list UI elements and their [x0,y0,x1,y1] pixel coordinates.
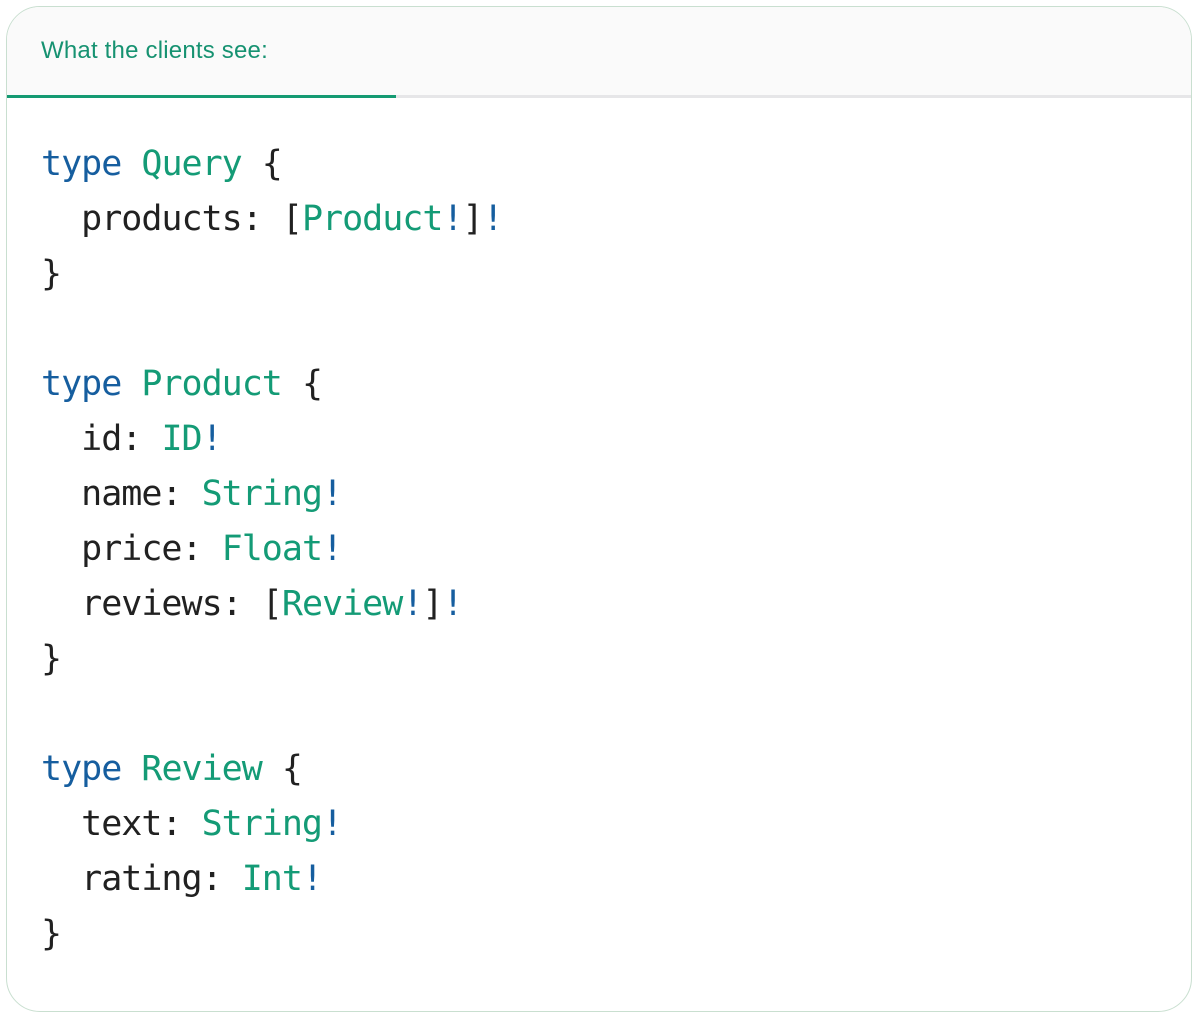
code-token: type [41,144,122,184]
tab-track [7,95,1191,98]
code-token: } [41,639,62,679]
code-token: ! [482,199,504,239]
code-line: type Review { [41,742,1171,797]
code-token: ! [442,199,463,239]
code-token: ! [301,859,323,899]
code-token: { [281,364,323,404]
code-line: price: Float! [41,522,1171,577]
code-line: rating: Int! [41,852,1171,907]
code-token: Float [221,529,323,569]
code-token: ! [322,804,343,844]
code-token: Product [141,364,283,404]
tab-bar: What the clients see: [7,7,1191,95]
code-line: id: ID! [41,412,1171,467]
code-token: price: [41,529,222,569]
code-token [121,144,141,184]
code-token: ! [201,419,223,459]
code-token: ] [422,584,443,624]
code-line: text: String! [41,797,1171,852]
code-token: rating: [41,859,242,899]
code-token: products: [ [41,199,303,239]
code-line [41,687,1171,742]
code-line: reviews: [Review!]! [41,577,1171,632]
code-token: ! [442,584,463,624]
code-token: id: [41,419,162,459]
code-line: } [41,907,1171,962]
graphql-schema-code: type Query { products: [Product!]!} type… [7,95,1191,982]
code-token: { [261,749,303,789]
code-token: } [41,914,62,954]
code-token: ! [322,529,343,569]
code-token [121,749,141,789]
code-token: { [241,144,283,184]
code-line: type Product { [41,357,1171,412]
code-token: type [41,364,122,404]
code-line: products: [Product!]! [41,192,1171,247]
code-token: name: [41,474,202,514]
code-line: type Query { [41,137,1171,192]
code-token: ] [462,199,484,239]
code-token: } [41,254,62,294]
code-token: Review [281,584,403,624]
code-token: String [201,474,323,514]
code-token: String [201,804,323,844]
code-token: Review [141,749,262,789]
code-line [41,302,1171,357]
code-token: text: [41,804,202,844]
code-token: ID [161,419,202,459]
code-line: name: String! [41,467,1171,522]
code-token: reviews: [ [41,584,283,624]
code-token: Query [141,144,242,184]
tab-what-clients-see[interactable]: What the clients see: [41,37,268,64]
code-token: Product [301,199,444,239]
code-token: ! [322,474,343,514]
code-card: What the clients see: type Query { produ… [6,6,1192,1012]
active-tab-indicator [7,95,396,98]
code-token: Int [241,859,303,899]
code-token: type [41,749,122,789]
code-token [121,364,141,404]
code-token: ! [402,584,423,624]
code-line: } [41,247,1171,302]
code-line: } [41,632,1171,687]
